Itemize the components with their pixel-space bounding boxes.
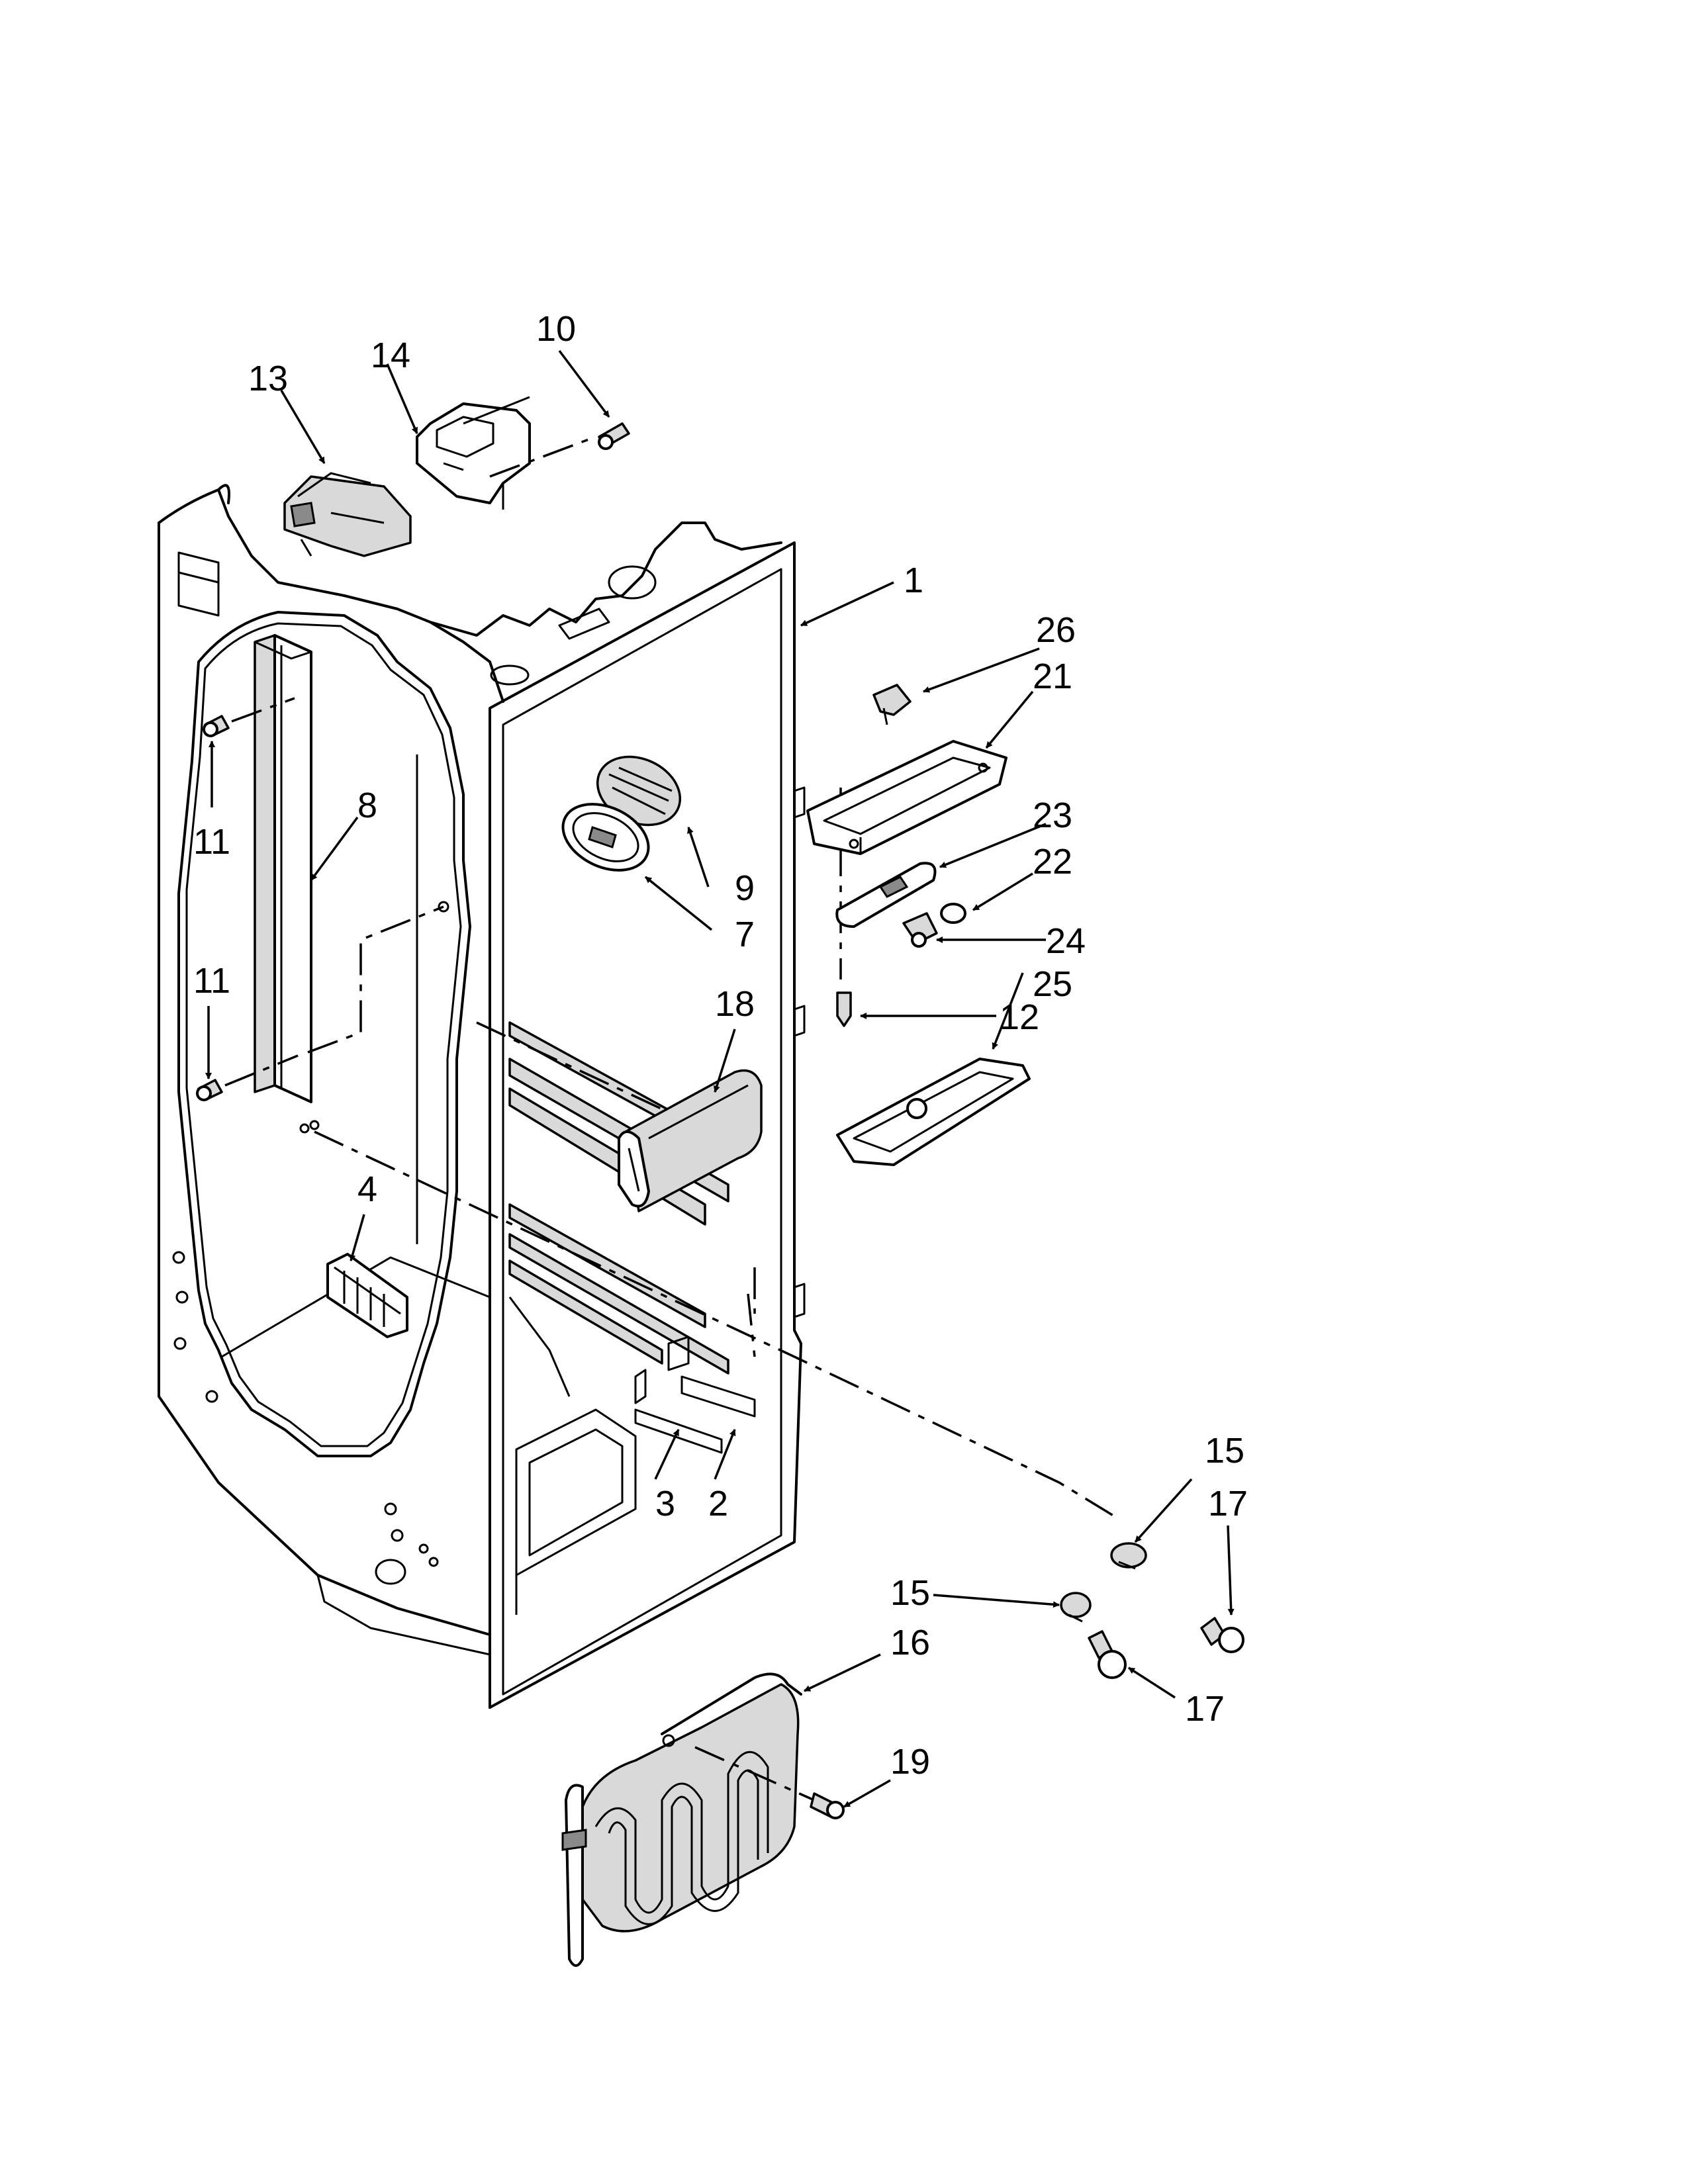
clip-part-15-upper [1110,1542,1147,1570]
screw-11-upper [203,715,230,737]
screw-19 [694,1746,845,1819]
shelf-rails [508,1021,729,1375]
cabinet-liner [158,484,806,1709]
callout-8: 8 [357,786,377,825]
evaporator-part-16 [561,1672,802,1967]
callout-12: 12 [1000,997,1039,1037]
callout-19: 19 [890,1742,930,1782]
callout-10: 10 [536,309,576,349]
plug-part-17-left [1088,1630,1127,1679]
callout-17-lower: 17 [1185,1689,1225,1729]
callout-labels: 1 2 3 4 7 8 9 10 11 11 12 13 14 15 15 16… [193,309,1248,1782]
bulb-part-22 [940,903,966,924]
clip-part-15-lower [1060,1592,1092,1623]
clip-part-26 [872,684,912,725]
mount-lines [224,697,1119,1520]
vertical-shelf-rail [254,634,312,1103]
callout-13: 13 [248,359,288,398]
leader-lines [205,349,1235,1808]
callout-24: 24 [1046,921,1086,961]
part-14-bracket [416,396,531,510]
callout-21: 21 [1033,657,1072,696]
callout-17-upper: 17 [1208,1484,1248,1524]
screw-11-lower [196,1079,223,1101]
lens-part-23 [835,862,937,928]
cover-part-25 [836,1058,1031,1166]
screw-12 [836,991,852,1027]
callout-23: 23 [1033,796,1072,835]
callout-2: 2 [708,1484,728,1524]
grille-part-4 [326,1253,408,1338]
callout-11-upper: 11 [193,822,230,862]
callout-1: 1 [904,561,923,600]
callout-25: 25 [1033,964,1072,1004]
callout-3: 3 [655,1484,675,1524]
screw-10 [489,422,630,478]
callout-16: 16 [890,1623,930,1662]
label-plates [634,1336,756,1454]
callout-14: 14 [371,336,410,375]
duct-part-18 [618,1069,763,1212]
callout-11-lower: 11 [193,961,230,1001]
callout-9: 9 [735,868,755,908]
callout-22: 22 [1033,842,1072,882]
plug-part-17-right [1200,1617,1244,1653]
callout-26: 26 [1036,610,1076,650]
part-13-housing [283,472,412,557]
socket-part-24 [902,912,938,948]
callout-15-upper: 15 [1205,1431,1244,1471]
callout-18: 18 [715,984,755,1024]
callout-15-lower: 15 [890,1573,930,1613]
callout-7: 7 [735,915,755,954]
callout-4: 4 [357,1169,377,1209]
housing-part-21 [806,740,1008,855]
vent-part-7 [561,803,650,872]
vent-part-9 [596,755,682,827]
